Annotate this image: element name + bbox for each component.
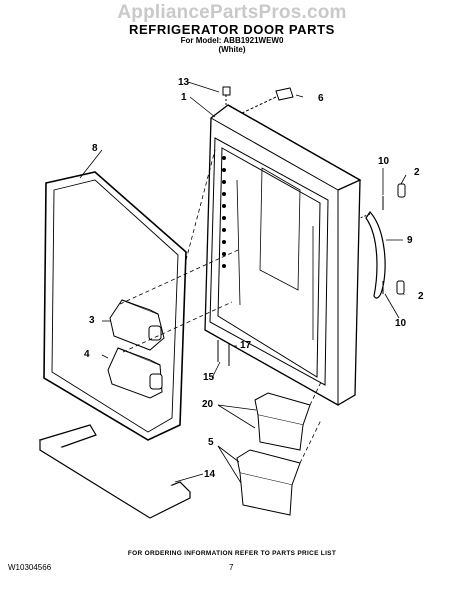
- callout-17: 17: [240, 340, 252, 351]
- door-outer: [204, 104, 362, 406]
- hinge-cover-6: [239, 87, 294, 115]
- door-shelf-studs: [222, 156, 226, 268]
- page-number: 7: [229, 563, 234, 572]
- door-liner: [209, 137, 329, 386]
- callout-1: 1: [181, 92, 187, 103]
- ordering-note: FOR ORDERING INFORMATION REFER TO PARTS …: [127, 550, 337, 557]
- bins-20: [254, 392, 311, 451]
- callout-10-top: 10: [378, 156, 390, 167]
- handle-screws: [359, 196, 384, 294]
- door-bin-14: [38, 424, 192, 519]
- page-title: REFRIGERATOR DOOR PARTS: [129, 22, 335, 37]
- callout-15: 15: [203, 372, 215, 383]
- assembly-lines: [119, 149, 323, 464]
- callout-2-bottom: 2: [418, 291, 424, 302]
- callout-8: 8: [92, 143, 98, 154]
- leader-lines: [79, 81, 407, 484]
- callout-13: 13: [178, 77, 190, 88]
- callout-3: 3: [89, 315, 95, 326]
- door-gasket: [43, 171, 187, 441]
- handle-caps: [396, 183, 406, 295]
- callout-9: 9: [407, 235, 413, 246]
- callout-10-bottom: 10: [395, 318, 407, 329]
- color-line: (White): [218, 45, 246, 54]
- callout-2-top: 2: [414, 167, 420, 178]
- plug-13: [222, 86, 231, 106]
- model-line: For Model: ABB1921WEW0: [180, 36, 284, 45]
- watermark: AppliancePartsPros.com: [117, 2, 347, 23]
- screws-15: [217, 340, 230, 366]
- shelf-3: [109, 299, 165, 351]
- bins-5: [236, 449, 301, 516]
- callout-4: 4: [84, 349, 90, 360]
- callout-6: 6: [318, 93, 324, 104]
- door-handle: [365, 211, 386, 299]
- shelf-4: [107, 347, 163, 399]
- callout-20: 20: [202, 399, 214, 410]
- callout-14: 14: [204, 469, 216, 480]
- document-code: W10304566: [8, 563, 52, 572]
- callout-5: 5: [208, 437, 214, 448]
